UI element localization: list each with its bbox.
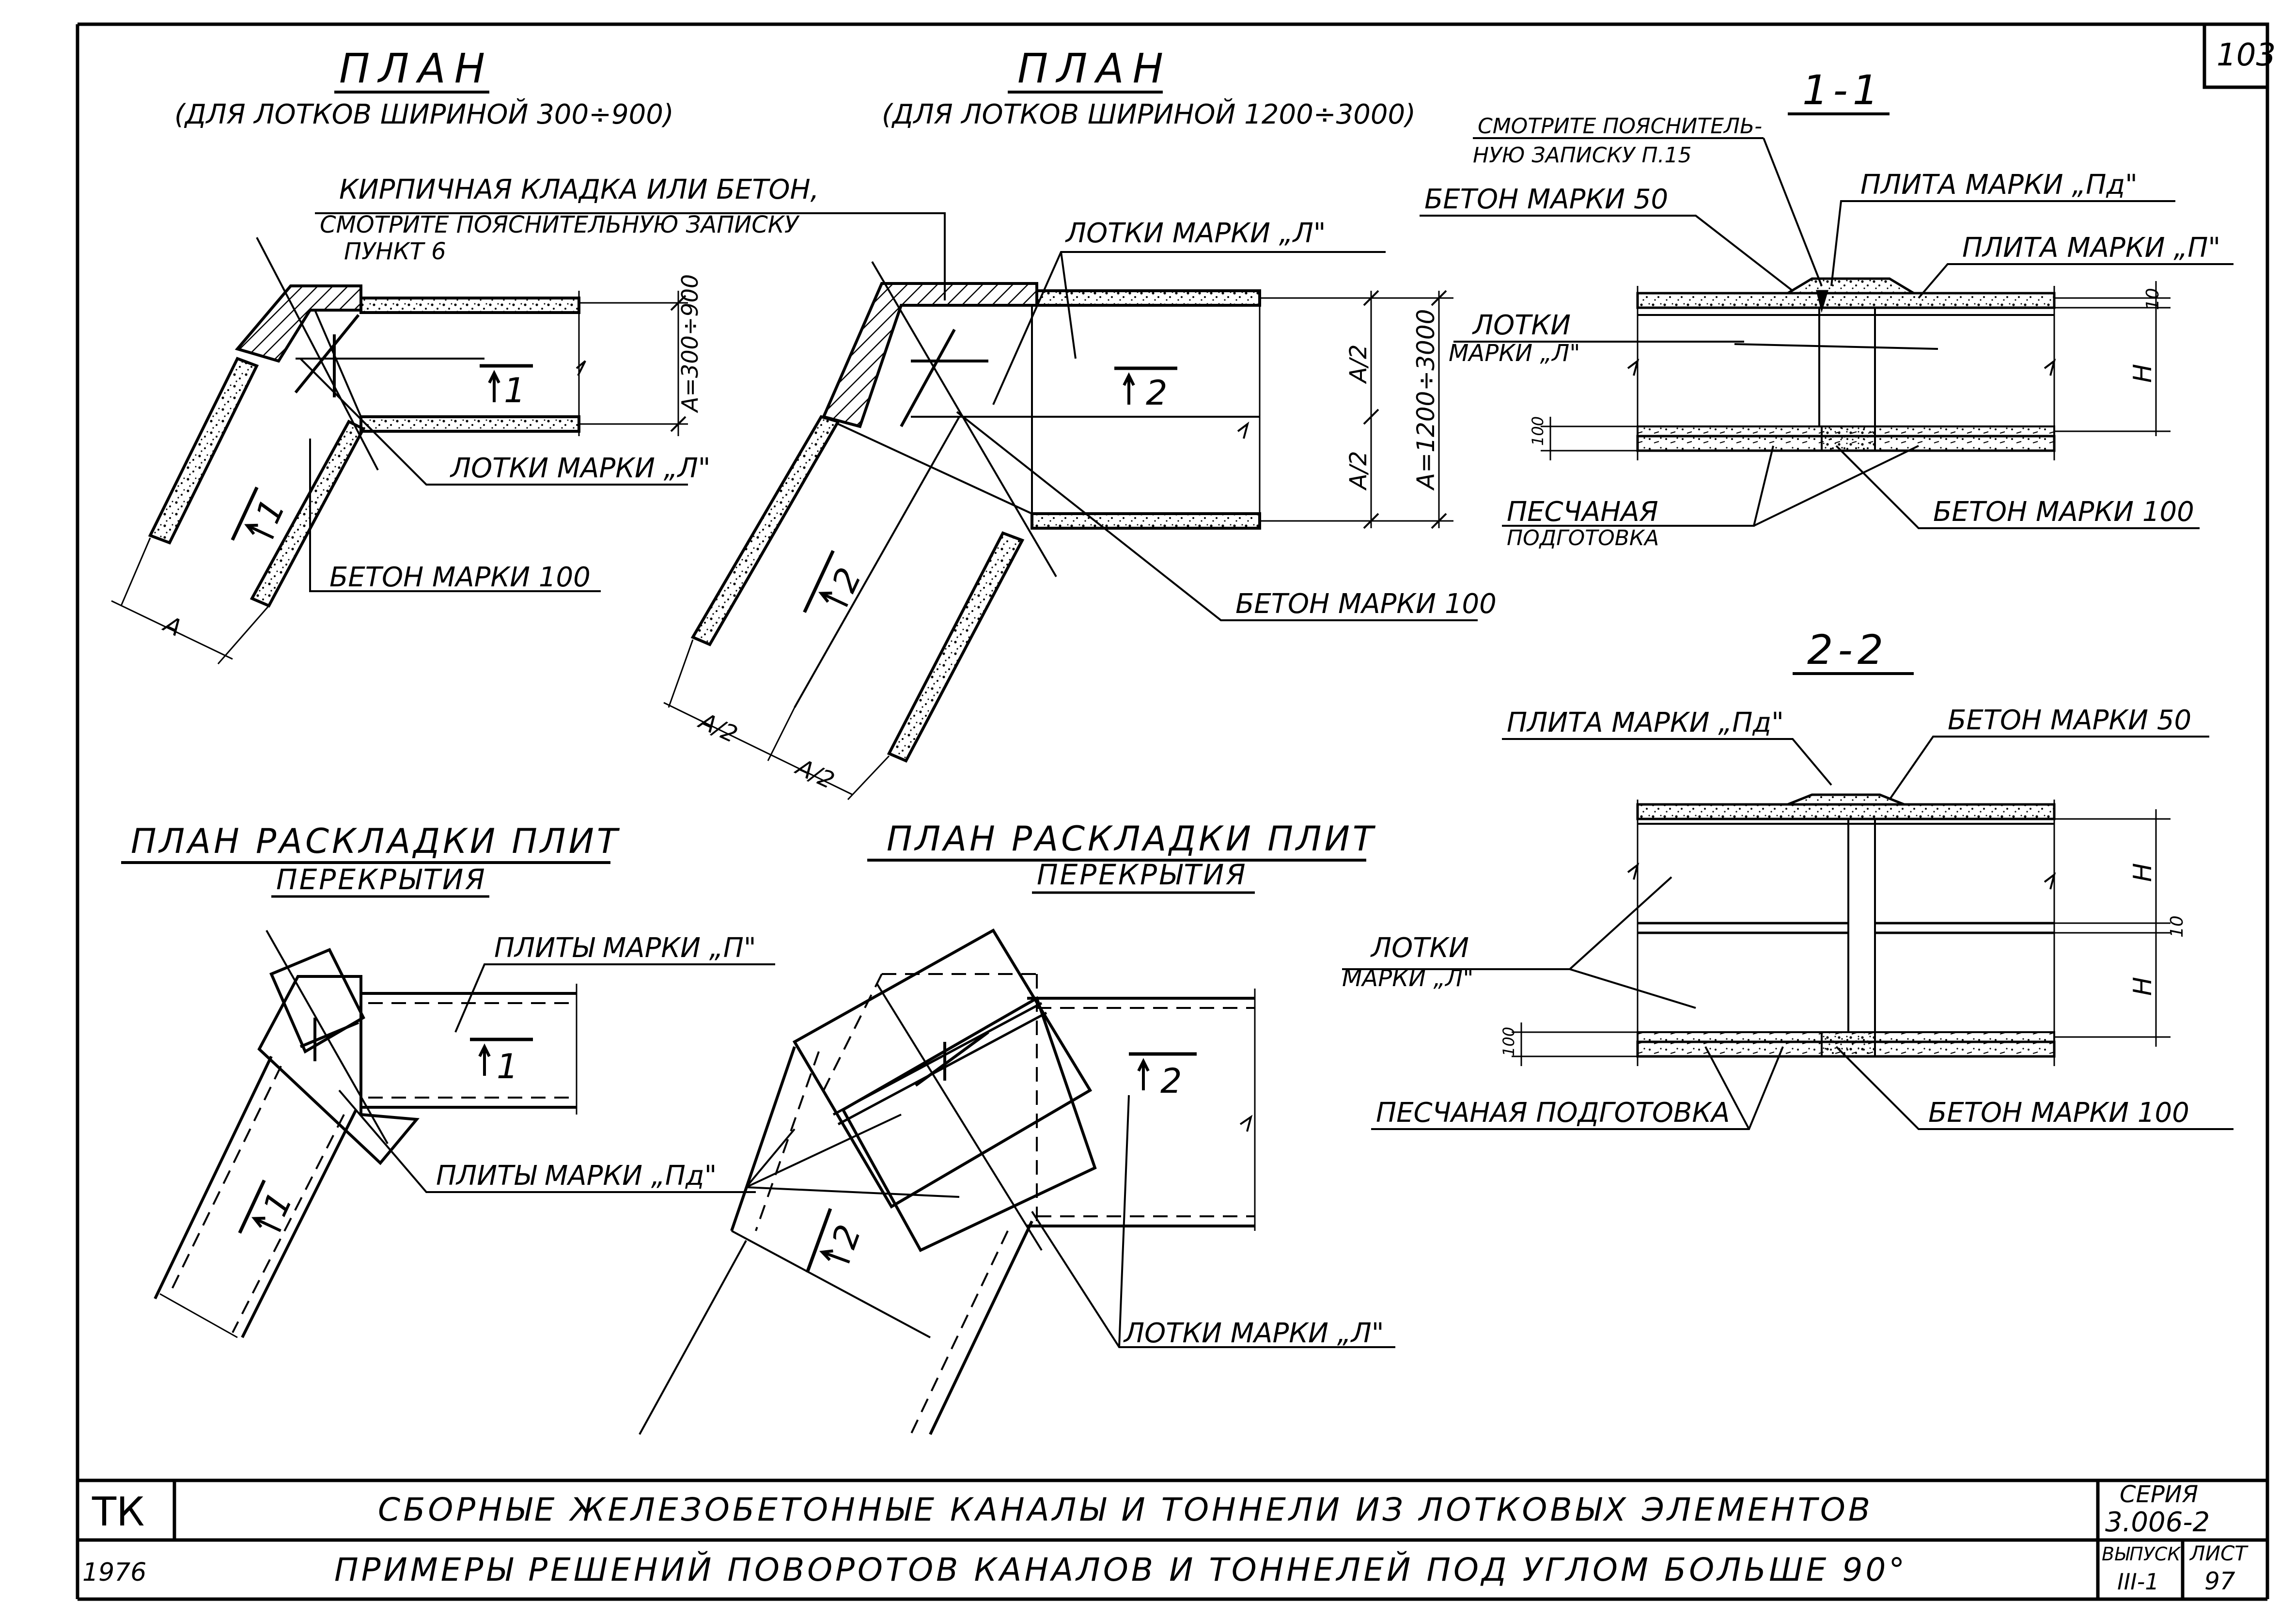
dim-width-large: А=1200÷3000 (1412, 309, 1440, 491)
cut-mark-2-large-plan: 2 (1146, 373, 1168, 413)
cut-mark-1-small-plan: 1 (504, 371, 526, 410)
slab-plan-large-title-2: ПЕРЕКРЫТИЯ (1037, 858, 1248, 891)
plan-small-subtitle: (ДЛЯ ЛОТКОВ ШИРИНОЙ 300÷900) (174, 99, 674, 130)
series-value: 3.006-2 (2105, 1507, 2210, 1538)
tray-wall-bottom-small (359, 415, 580, 433)
section-2-dim-10: 10 (2167, 915, 2187, 938)
section-1-trays-1: ЛОТКИ (1472, 310, 1571, 341)
section-1-dim-100: 100 (1529, 416, 1547, 446)
title-block-line-1: СБОРНЫЕ ЖЕЛЕЗОБЕТОННЫЕ КАНАЛЫ И ТОННЕЛИ … (378, 1491, 1873, 1528)
masonry-note-line-3: ПУНКТ 6 (344, 238, 446, 265)
slab-plan-large-title-1: ПЛАН РАСКЛАДКИ ПЛИТ (887, 819, 1376, 859)
slab-plan-small-title-2: ПЕРЕКРЫТИЯ (276, 863, 487, 896)
section-2-slab-pd: ПЛИТА МАРКИ „Пд" (1507, 707, 1784, 739)
slab-pd-large-2 (841, 996, 1097, 1252)
plan-small: ПЛАН (ДЛЯ ЛОТКОВ ШИРИНОЙ 300÷900) 1 1 (111, 45, 946, 664)
section-2-concrete-100: БЕТОН МАРКИ 100 (1928, 1097, 2189, 1129)
section-1-1: 1-1 СМОТРИТЕ ПОЯСНИТЕЛЬ- НУЮ ЗАПИСКУ П.1… (1420, 66, 2234, 550)
section-1-dim-10: 10 (2143, 288, 2163, 310)
issue-value: III-1 (2117, 1569, 2159, 1595)
svg-text:1: 1 (255, 1186, 300, 1222)
section-2-dim-h-bottom: Н (2128, 977, 2157, 996)
section-2-title: 2-2 (1807, 626, 1888, 674)
sheet-label: ЛИСТ (2189, 1541, 2249, 1565)
tray-wall-top-small (359, 297, 580, 314)
section-1-note-1: СМОТРИТЕ ПОЯСНИТЕЛЬ- (1478, 114, 1762, 139)
slab-small-p-label: ПЛИТЫ МАРКИ „П" (494, 932, 756, 964)
svg-text:1: 1 (248, 493, 293, 529)
section-2-sand: ПЕСЧАНАЯ ПОДГОТОВКА (1376, 1097, 1730, 1129)
title-block-org: ТК (92, 1489, 144, 1535)
slab-large-trays-label: ЛОТКИ МАРКИ „Л" (1123, 1318, 1384, 1349)
sheet-frame (76, 22, 2269, 1601)
section-1-sand-2: ПОДГОТОВКА (1507, 526, 1659, 550)
slab-small-pd-label: ПЛИТЫ МАРКИ „Пд" (436, 1160, 717, 1192)
title-block-year: 1976 (82, 1558, 146, 1587)
plan-large-concrete-label: БЕТОН МАРКИ 100 (1235, 588, 1497, 620)
dim-width-small: А=300÷900 (677, 274, 703, 413)
slab-pd-small-1 (269, 948, 365, 1054)
page-number: 103 (2217, 37, 2276, 73)
plan-large-subtitle: (ДЛЯ ЛОТКОВ ШИРИНОЙ 1200÷3000) (882, 99, 1416, 130)
masonry-note-line-2: СМОТРИТЕ ПОЯСНИТЕЛЬНУЮ ЗАПИСКУ (320, 211, 800, 238)
section-1-concrete-100: БЕТОН МАРКИ 100 (1933, 496, 2194, 528)
title-block (78, 1478, 2267, 1599)
svg-text:2: 2 (824, 1220, 869, 1254)
section-1-slab-p: ПЛИТА МАРКИ „П" (1962, 232, 2220, 264)
dim-half-angled-1: А/2 (694, 707, 741, 749)
slab-pd-large-1 (792, 928, 1093, 1209)
section-1-trays-2: МАРКИ „Л" (1449, 340, 1580, 367)
plan-small-trays-label: ЛОТКИ МАРКИ „Л" (450, 453, 711, 484)
section-1-dim-h: Н (2128, 364, 2157, 383)
section-2-dim-h-top: Н (2128, 863, 2157, 882)
plan-small-concrete-label: БЕТОН МАРКИ 100 (329, 562, 591, 593)
plan-large-trays-label: ЛОТКИ МАРКИ „Л" (1065, 218, 1326, 249)
section-1-slab-pd: ПЛИТА МАРКИ „Пд" (1860, 169, 2138, 201)
tray-wall-angled-left-small (148, 357, 259, 545)
cut-mark-1-slab-plan: 1 (497, 1047, 518, 1086)
issue-label: ВЫПУСК (2102, 1543, 2181, 1565)
plan-small-title: ПЛАН (339, 45, 494, 92)
tray-wall-angled-left-large (690, 415, 841, 646)
masonry-note-line-1: КИРПИЧНАЯ КЛАДКА ИЛИ БЕТОН, (339, 174, 819, 205)
section-2-trays-1: ЛОТКИ (1370, 932, 1469, 964)
section-1-sand-1: ПЕСЧАНАЯ (1507, 496, 1658, 528)
dim-half-bottom-large: А/2 (1345, 451, 1372, 491)
tray-wall-angled-right-large (887, 531, 1025, 763)
cut-mark-2-slab-plan: 2 (1160, 1061, 1182, 1101)
series-label: СЕРИЯ (2120, 1481, 2198, 1508)
dim-half-top-large: А/2 (1345, 344, 1372, 384)
section-1-title: 1-1 (1802, 66, 1883, 114)
section-2-2: 2-2 ПЛИТА МАРКИ „Пд" БЕТОН МАРКИ 50 Н 10… (1342, 626, 2234, 1130)
sheet-value: 97 (2204, 1567, 2235, 1595)
slab-plan-small-title-1: ПЛАН РАСКЛАДКИ ПЛИТ (131, 821, 621, 861)
tray-wall-bottom-large (1031, 512, 1261, 530)
slab-plan-large: ПЛАН РАСКЛАДКИ ПЛИТ ПЕРЕКРЫТИЯ 2 2 (639, 819, 1395, 1435)
plan-large-title: ПЛАН (1017, 45, 1172, 92)
slab-plan-small: ПЛАН РАСКЛАДКИ ПЛИТ ПЕРЕКРЫТИЯ 1 1 ПЛИТЫ… (121, 821, 775, 1338)
plan-large: ПЛАН (ДЛЯ ЛОТКОВ ШИРИНОЙ 1200÷3000) 2 2 (663, 45, 1497, 801)
section-2-dim-100: 100 (1499, 1027, 1518, 1056)
section-1-note-2: НУЮ ЗАПИСКУ П.15 (1473, 143, 1692, 168)
section-1-concrete-50: БЕТОН МАРКИ 50 (1424, 184, 1668, 215)
tray-wall-top-large (1035, 289, 1261, 307)
dim-half-angled-2: А/2 (791, 753, 838, 795)
section-2-concrete-50: БЕТОН МАРКИ 50 (1948, 705, 2191, 736)
title-block-line-2: ПРИМЕРЫ РЕШЕНИЙ ПОВОРОТОВ КАНАЛОВ И ТОНН… (334, 1551, 1907, 1588)
